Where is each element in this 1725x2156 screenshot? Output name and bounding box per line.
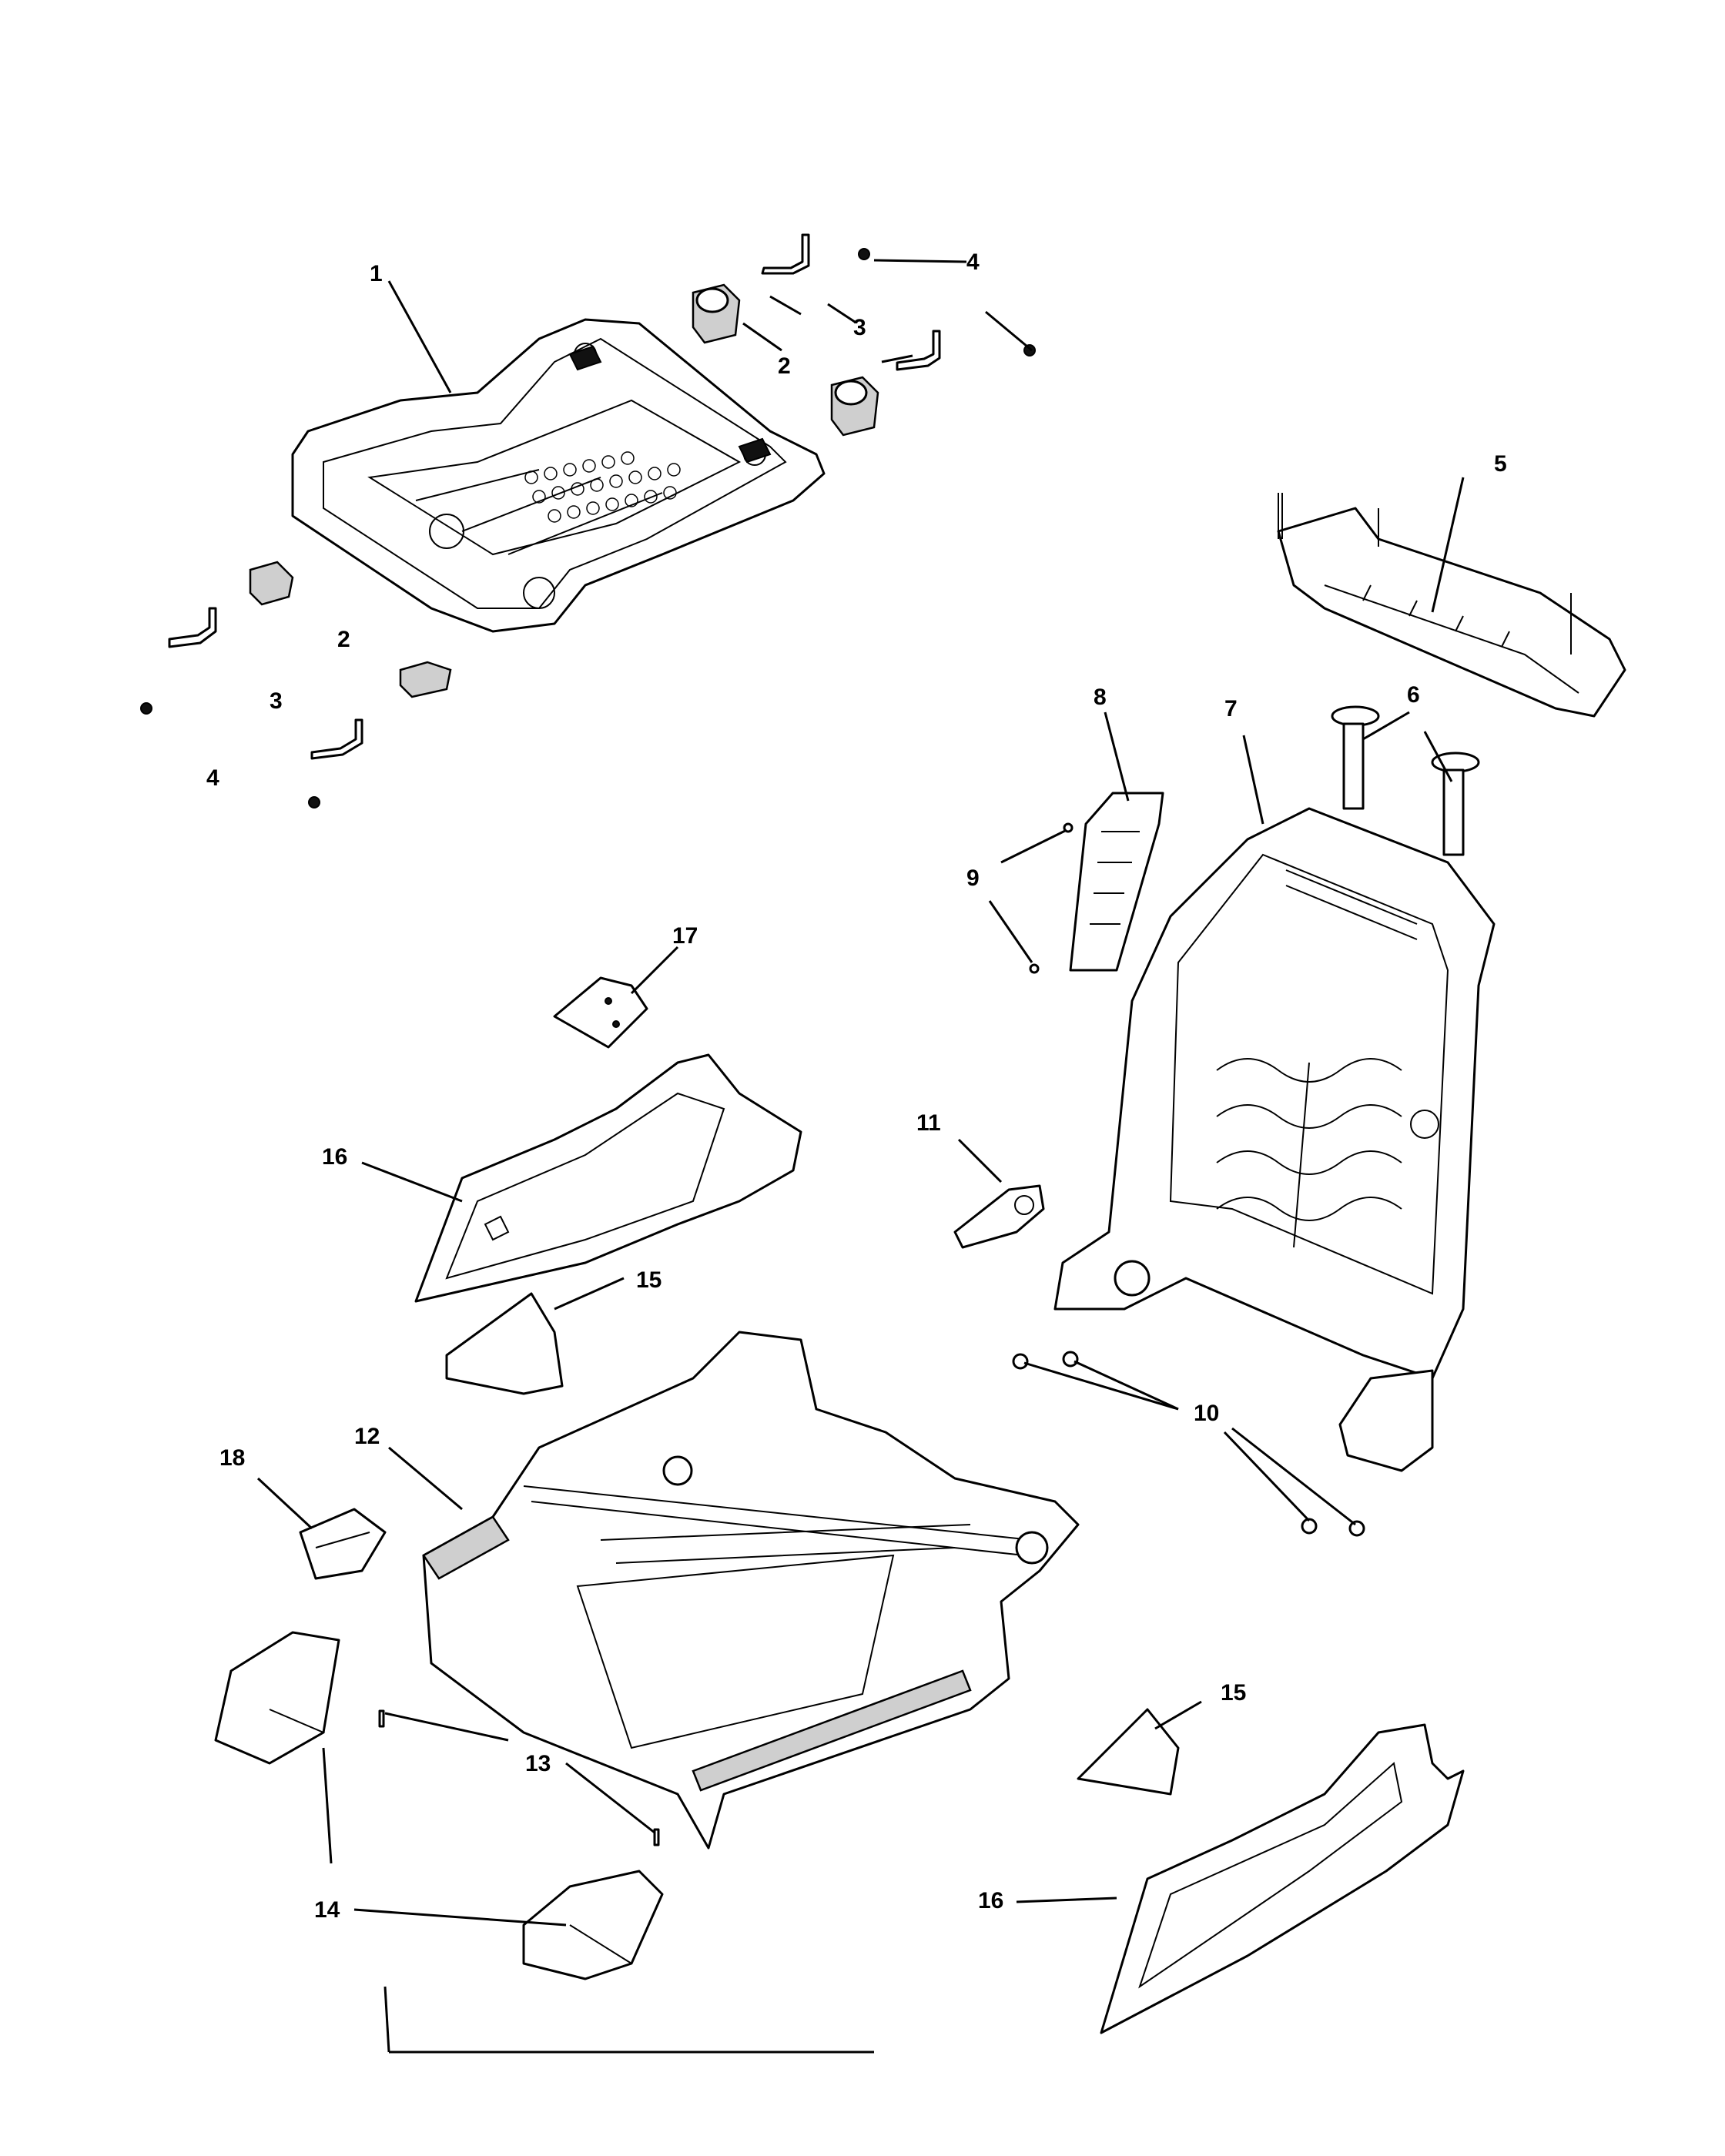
trim-strip <box>1069 792 1164 972</box>
callout-13: 13 <box>525 1751 551 1776</box>
pivot-bolt-a <box>1012 1353 1029 1370</box>
callout-14: 14 <box>314 1897 340 1923</box>
callout-16-upper: 16 <box>322 1144 347 1170</box>
recliner-handle <box>953 1184 1045 1249</box>
callout-16-lower: 16 <box>978 1888 1003 1913</box>
callout-7: 7 <box>1224 696 1238 721</box>
trim-cap-lower <box>1077 1708 1180 1796</box>
bolt-upper-a <box>858 248 870 260</box>
fastener-b <box>1029 963 1040 974</box>
bushing-lower-b <box>399 661 452 698</box>
track-cover-lower <box>522 1870 664 1980</box>
callout-4-lower: 4 <box>206 765 219 791</box>
callout-12: 12 <box>354 1424 380 1449</box>
rear-cover-panel <box>1277 493 1626 718</box>
callout-numbers: 1 2 3 4 2 3 4 5 6 7 8 9 10 11 12 13 14 1… <box>206 249 1507 1923</box>
small-cover <box>553 976 648 1049</box>
bolt-lower-b <box>308 796 320 808</box>
callout-2-lower: 2 <box>337 627 350 652</box>
callout-10: 10 <box>1194 1401 1219 1426</box>
side-shield-lower <box>1100 1723 1465 2034</box>
callout-18: 18 <box>219 1445 245 1471</box>
headrest-guide-b <box>1431 752 1480 856</box>
pin-a <box>378 1709 385 1728</box>
headrest-guide-a <box>1331 705 1380 810</box>
callout-3-upper: 3 <box>853 315 866 340</box>
bushing-upper-b <box>830 376 879 437</box>
bolt-lower-a <box>140 702 152 715</box>
callout-8: 8 <box>1094 685 1107 710</box>
clip <box>299 1508 387 1580</box>
leader-lines <box>256 259 1465 2054</box>
seat-cushion-pan <box>291 318 826 633</box>
callout-11: 11 <box>916 1110 941 1136</box>
callout-9: 9 <box>966 865 980 891</box>
seat-back-frame <box>1053 807 1496 1472</box>
bracket-upper-b <box>896 330 941 371</box>
bracket-lower-b <box>310 718 363 760</box>
bracket-lower-a <box>168 607 217 648</box>
callout-2-upper: 2 <box>778 353 791 379</box>
pivot-bolt-b <box>1062 1351 1079 1368</box>
seat-riser-assembly <box>422 1331 1080 1850</box>
callout-17: 17 <box>672 923 698 949</box>
bushing-upper-a <box>692 283 741 344</box>
callout-3-lower: 3 <box>270 688 283 714</box>
pivot-bolt-d <box>1348 1520 1365 1537</box>
callout-6: 6 <box>1407 682 1420 708</box>
trim-cap-upper <box>445 1292 564 1395</box>
callout-15-upper: 15 <box>636 1267 662 1293</box>
track-cover-upper <box>214 1631 340 1765</box>
side-shield-upper <box>414 1053 802 1303</box>
callout-1: 1 <box>370 261 383 286</box>
callout-4-upper: 4 <box>966 249 980 275</box>
callout-15-lower: 15 <box>1221 1680 1246 1706</box>
callout-5: 5 <box>1494 451 1507 477</box>
pivot-bolt-c <box>1301 1518 1318 1535</box>
bracket-upper-a <box>761 233 810 275</box>
bushing-lower-a <box>249 561 294 606</box>
pin-b <box>653 1828 660 1846</box>
